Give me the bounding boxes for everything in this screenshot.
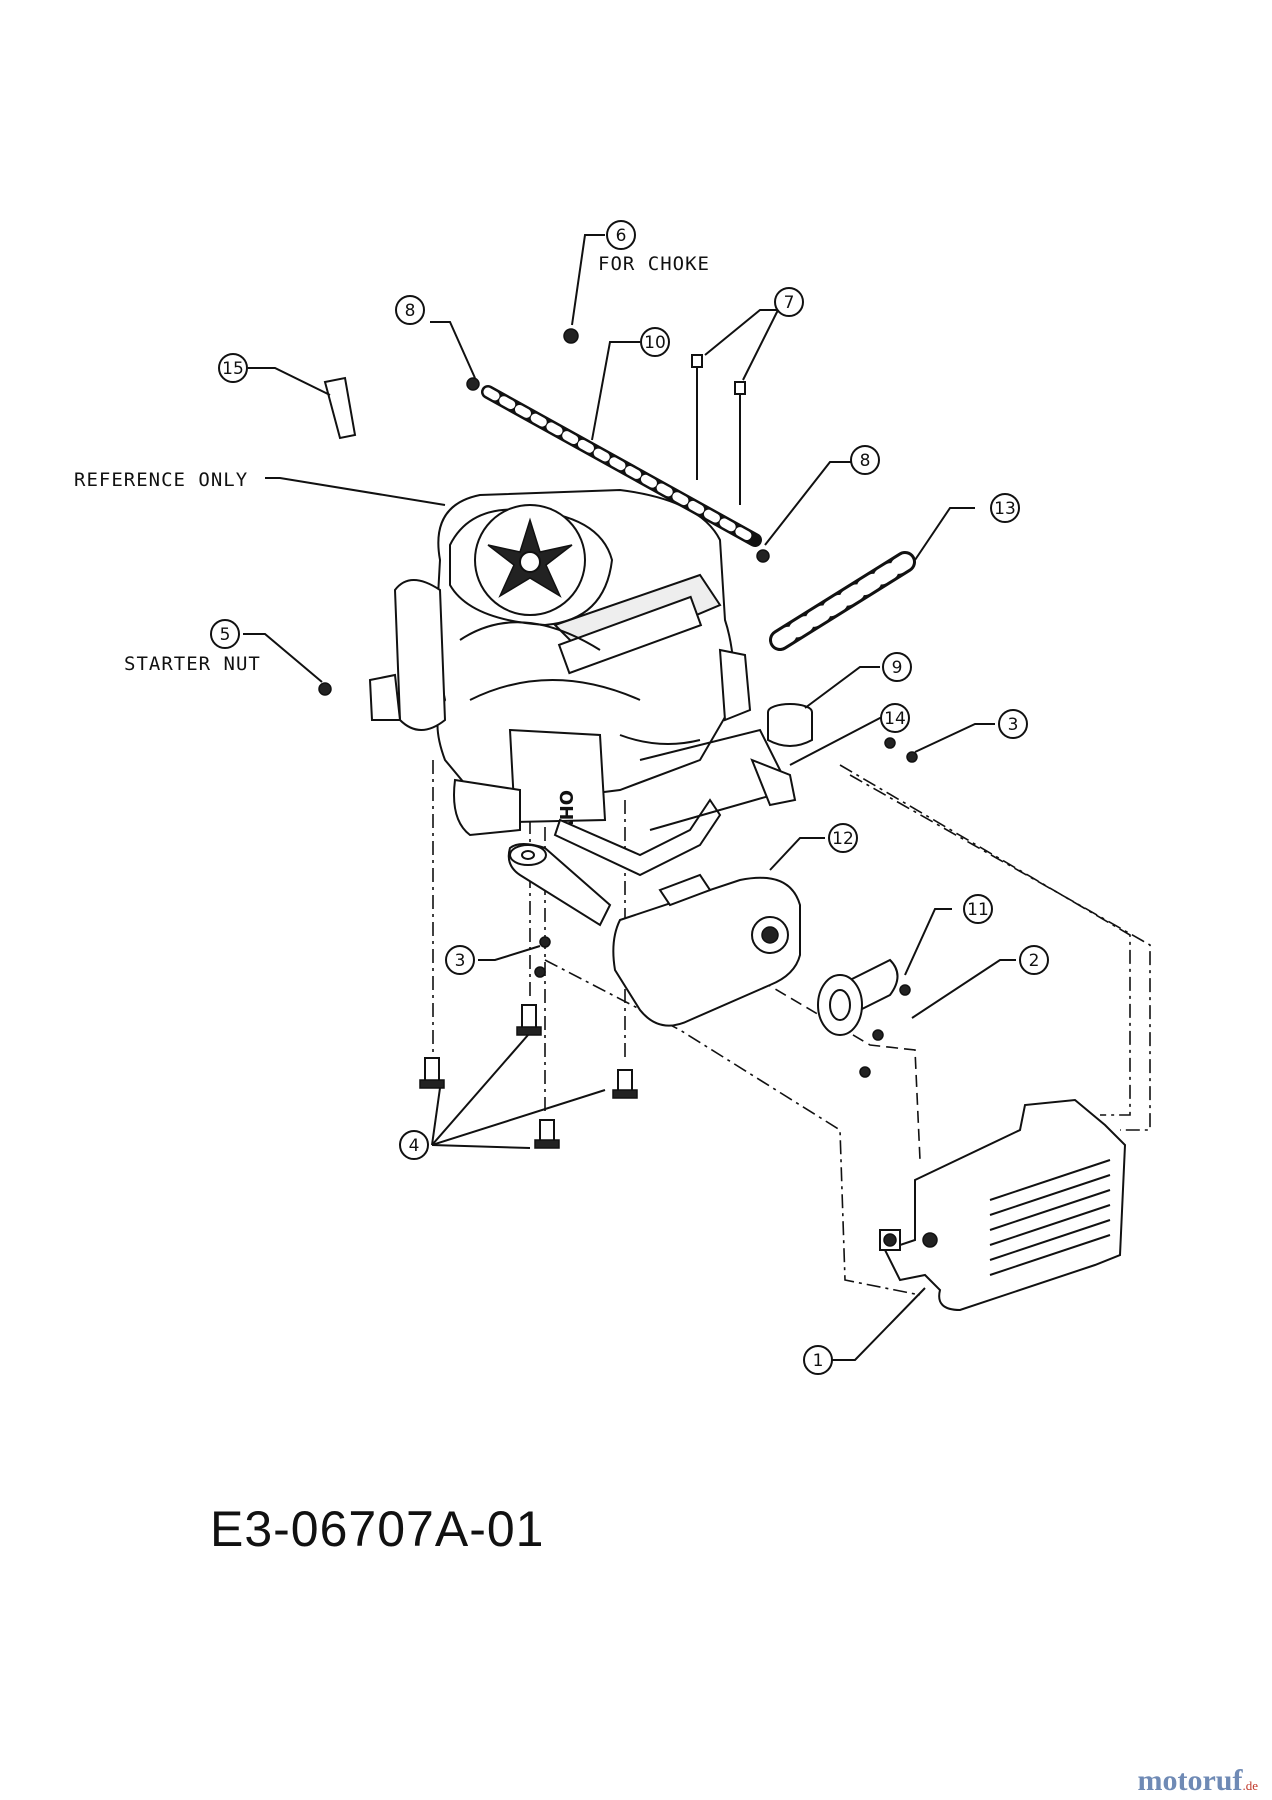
watermark-tld: .de bbox=[1242, 1778, 1258, 1793]
label-reference-only: REFERENCE ONLY bbox=[74, 469, 248, 491]
watermark-logo: motoruf.de bbox=[1137, 1764, 1258, 1798]
label-starter-nut: STARTER NUT bbox=[124, 653, 261, 675]
callout-3-right: 3 bbox=[998, 709, 1028, 739]
svg-text:13: 13 bbox=[994, 499, 1016, 519]
muffler-guard-1 bbox=[879, 1098, 1127, 1312]
filter-9 bbox=[767, 703, 813, 747]
callout-8-right: 8 bbox=[850, 445, 880, 475]
callout-3-left: 3 bbox=[445, 945, 475, 975]
svg-text:6: 6 bbox=[616, 226, 627, 246]
small-hardware bbox=[318, 328, 918, 1149]
svg-text:3: 3 bbox=[1008, 715, 1019, 735]
clip-6-icon bbox=[563, 328, 579, 344]
hose-13 bbox=[769, 551, 916, 651]
svg-text:8: 8 bbox=[860, 451, 871, 471]
engine-assembly: OHV bbox=[368, 488, 752, 837]
starter-nut-5-icon bbox=[318, 682, 332, 696]
svg-text:14: 14 bbox=[884, 709, 906, 729]
muffler-12 bbox=[507, 728, 801, 1027]
clamp-8b-icon bbox=[756, 549, 770, 563]
deflector-11 bbox=[817, 958, 899, 1036]
callout-15: 15 bbox=[218, 353, 248, 383]
bolts-4 bbox=[419, 1004, 638, 1149]
bracket-14-icon bbox=[750, 758, 797, 807]
bracket-15-icon bbox=[323, 376, 357, 440]
svg-text:11: 11 bbox=[967, 900, 989, 920]
svg-text:4: 4 bbox=[409, 1136, 420, 1156]
assembly-guide-lines bbox=[432, 760, 1151, 1296]
svg-text:12: 12 bbox=[832, 829, 854, 849]
svg-text:1: 1 bbox=[813, 1351, 824, 1371]
watermark-brand: motoruf bbox=[1137, 1764, 1243, 1797]
callout-12: 12 bbox=[828, 823, 858, 853]
flywheel-star-icon bbox=[474, 504, 586, 616]
callout-14: 14 bbox=[880, 703, 910, 733]
svg-text:8: 8 bbox=[405, 301, 416, 321]
callout-11: 11 bbox=[963, 894, 993, 924]
label-for-choke: FOR CHOKE bbox=[598, 253, 710, 275]
callout-1: 1 bbox=[803, 1345, 833, 1375]
callout-6: 6 bbox=[606, 220, 636, 250]
svg-text:9: 9 bbox=[892, 658, 903, 678]
diagram-code: E3-06707A-01 bbox=[210, 1501, 545, 1557]
callout-7: 7 bbox=[774, 287, 804, 317]
callout-2: 2 bbox=[1019, 945, 1049, 975]
callout-4: 4 bbox=[399, 1130, 429, 1160]
callout-5: 5 bbox=[210, 619, 240, 649]
cable-ties-7 bbox=[691, 354, 746, 505]
leader-lines bbox=[243, 234, 1016, 1361]
svg-text:7: 7 bbox=[784, 293, 795, 313]
callout-9: 9 bbox=[882, 652, 912, 682]
svg-text:3: 3 bbox=[455, 951, 466, 971]
callout-10: 10 bbox=[640, 327, 670, 357]
callout-13: 13 bbox=[990, 493, 1020, 523]
svg-text:2: 2 bbox=[1029, 951, 1040, 971]
svg-text:5: 5 bbox=[220, 625, 231, 645]
svg-text:10: 10 bbox=[644, 333, 666, 353]
hose-10 bbox=[481, 385, 762, 547]
clamp-8a-icon bbox=[466, 377, 480, 391]
callout-8-top: 8 bbox=[395, 295, 425, 325]
guard-vent-slots bbox=[989, 1159, 1111, 1276]
svg-text:15: 15 bbox=[222, 359, 244, 379]
